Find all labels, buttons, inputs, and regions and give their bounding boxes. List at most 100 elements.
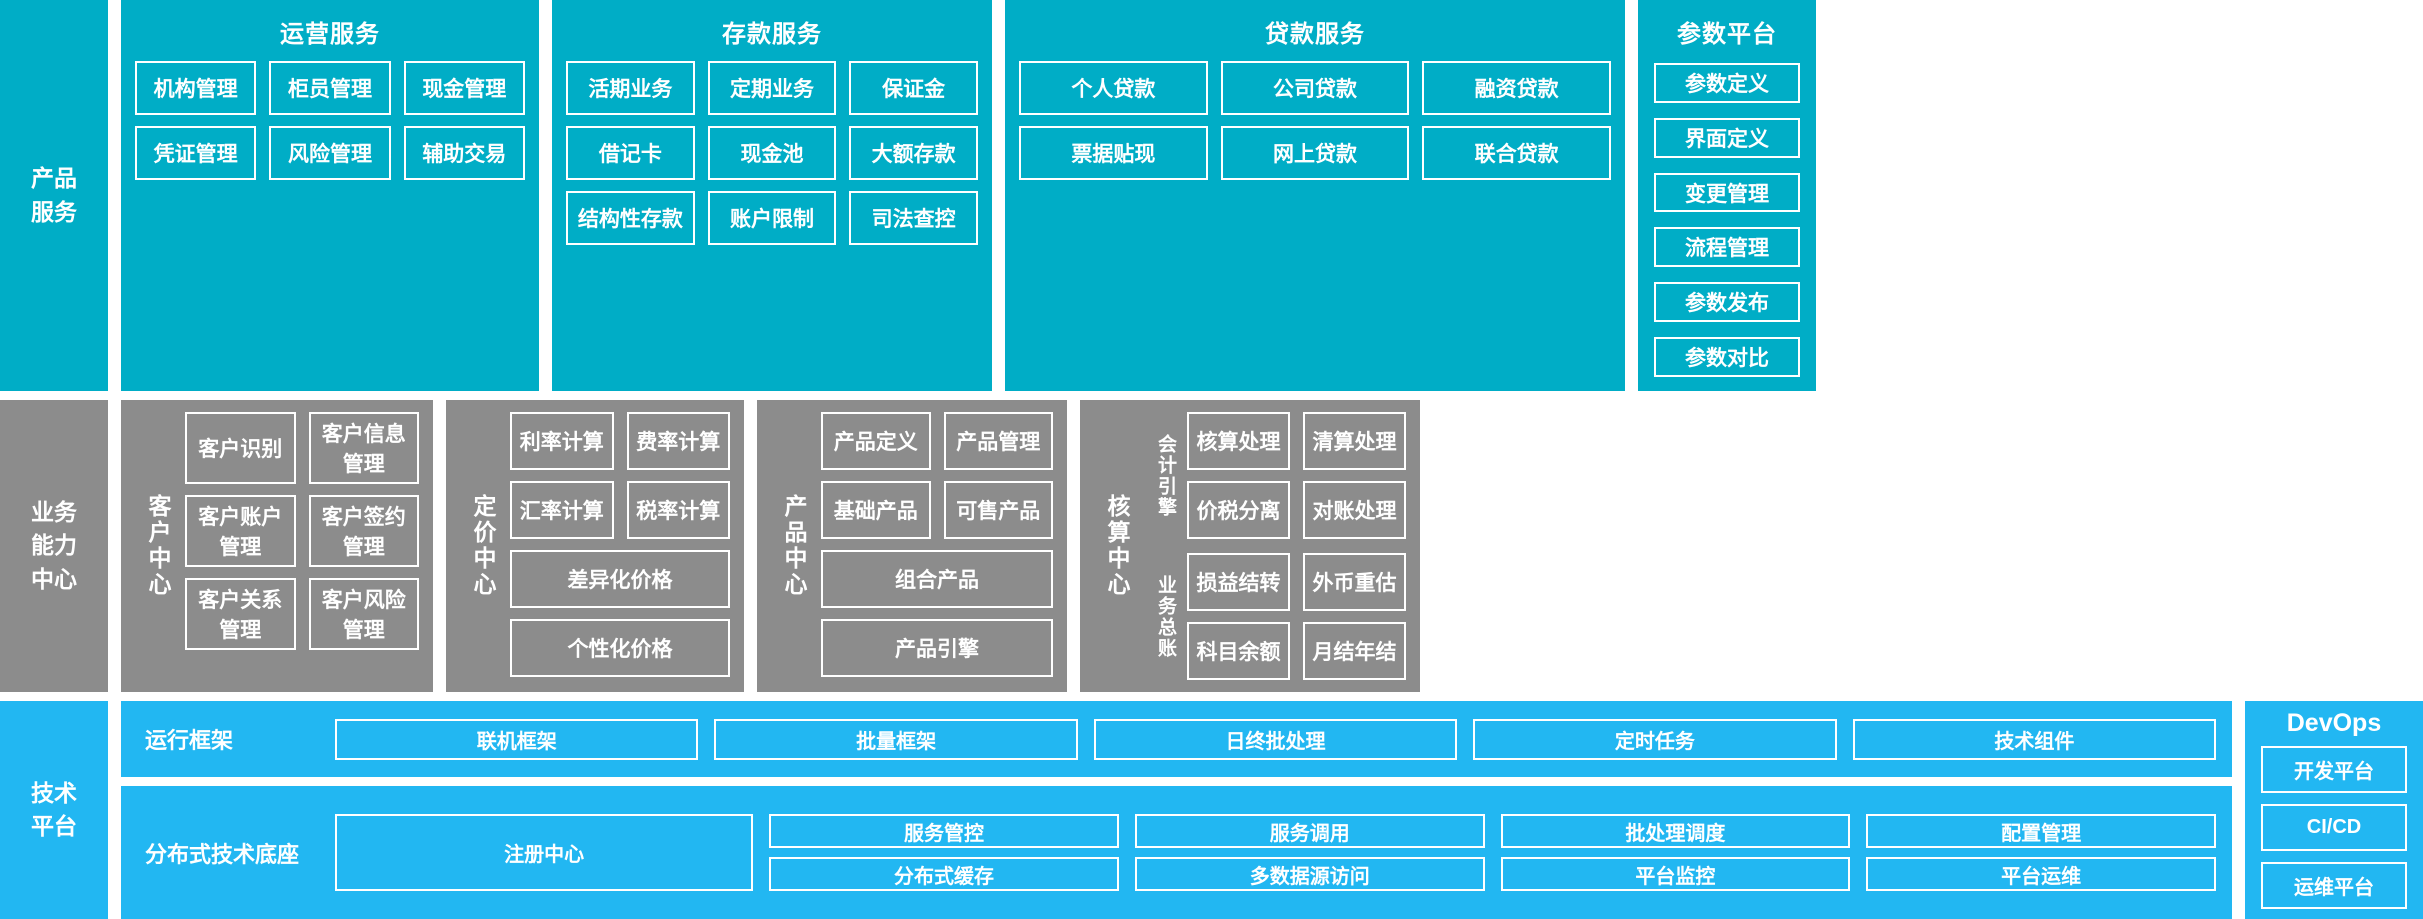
center-label-customer: 客户中心	[145, 494, 171, 598]
capability-cell[interactable]: 核算处理	[1187, 412, 1290, 470]
capability-cell[interactable]: 组合产品	[821, 550, 1053, 608]
spacer	[108, 701, 121, 919]
spacer	[1067, 400, 1080, 692]
subgroup-accounting-engine: 会计引擎 核算处理 清算处理 价税分离 对账处理	[1144, 412, 1406, 539]
capability-cell[interactable]: 月结年结	[1303, 622, 1406, 680]
tech-platform-band: 技术平台 运行框架 联机框架 批量框架 日终批处理 定时任务 技术组件 分布式技…	[0, 701, 2423, 919]
service-cell[interactable]: 凭证管理	[135, 126, 257, 180]
capability-cell[interactable]: 利率计算	[510, 412, 614, 470]
parameter-item[interactable]: 参数发布	[1654, 282, 1800, 323]
service-cell[interactable]: 票据贴现	[1019, 126, 1208, 180]
capability-cell[interactable]: 客户风险管理	[308, 578, 419, 650]
capability-cell[interactable]: 客户账户管理	[185, 495, 296, 567]
service-cell[interactable]: 保证金	[849, 61, 979, 115]
devops-item[interactable]: CI/CD	[2261, 804, 2407, 851]
layer-label-tech-platform: 技术平台	[0, 701, 108, 919]
foundation-column: 服务管控 分布式缓存	[769, 814, 1119, 891]
accounting-row: 核算处理 清算处理	[1187, 412, 1406, 470]
service-cell[interactable]: 辅助交易	[403, 126, 525, 180]
capability-cell[interactable]: 科目余额	[1187, 622, 1290, 680]
service-cell[interactable]: 借记卡	[566, 126, 695, 180]
customer-row: 客户关系管理 客户风险管理	[185, 578, 419, 650]
tech-cell[interactable]: 服务管控	[769, 814, 1119, 848]
product-row: 产品定义 产品管理	[821, 412, 1053, 470]
spacer	[108, 0, 121, 391]
service-cell[interactable]: 风险管理	[269, 126, 391, 180]
row-distributed-foundation: 分布式技术底座 注册中心 服务管控 分布式缓存 服务调用 多数据源访问 批处理调…	[121, 786, 2232, 919]
tech-cell[interactable]: 服务调用	[1134, 814, 1485, 848]
capability-cell[interactable]: 清算处理	[1303, 412, 1406, 470]
tech-cell[interactable]: 日终批处理	[1093, 718, 1458, 760]
parameter-item[interactable]: 变更管理	[1654, 172, 1800, 213]
operations-row: 机构管理 柜员管理 现金管理	[135, 61, 525, 115]
capability-cell[interactable]: 产品管理	[943, 412, 1053, 470]
capability-cell[interactable]: 对账处理	[1303, 481, 1406, 539]
devops-item[interactable]: 开发平台	[2261, 746, 2407, 793]
tech-cell[interactable]: 平台监控	[1500, 857, 1851, 891]
group-operations-services: 运营服务 机构管理 柜员管理 现金管理 凭证管理 风险管理 辅助交易	[121, 0, 539, 391]
general-ledger-grid: 损益结转 外币重估 科目余额 月结年结	[1187, 553, 1406, 680]
capability-cell[interactable]: 基础产品	[821, 481, 931, 539]
product-row: 基础产品 可售产品	[821, 481, 1053, 539]
service-cell[interactable]: 个人贷款	[1019, 61, 1208, 115]
service-cell[interactable]: 柜员管理	[269, 61, 391, 115]
capability-cell[interactable]: 客户识别	[185, 412, 296, 484]
pricing-row: 个性化价格	[510, 619, 730, 677]
product-grid: 产品定义 产品管理 基础产品 可售产品 组合产品 产品引擎	[821, 412, 1053, 680]
service-cell[interactable]: 定期业务	[707, 61, 837, 115]
capability-cell[interactable]: 费率计算	[626, 412, 730, 470]
capability-cell[interactable]: 差异化价格	[510, 550, 730, 608]
runtime-framework-label: 运行框架	[145, 728, 234, 753]
tech-cell[interactable]: 平台运维	[1866, 857, 2216, 891]
tech-cell[interactable]: 定时任务	[1473, 718, 1837, 760]
tech-cell[interactable]: 分布式缓存	[769, 857, 1119, 891]
foundation-items: 注册中心 服务管控 分布式缓存 服务调用 多数据源访问 批处理调度 平台监控	[335, 814, 2216, 891]
tech-cell[interactable]: 批量框架	[714, 718, 1078, 760]
capability-cell[interactable]: 客户关系管理	[185, 578, 296, 650]
capability-cell[interactable]: 可售产品	[943, 481, 1053, 539]
service-cell[interactable]: 大额存款	[849, 126, 979, 180]
capability-cell[interactable]: 客户信息管理	[308, 412, 419, 484]
foundation-column: 批处理调度 平台监控	[1500, 814, 1851, 891]
capability-cell[interactable]: 产品定义	[821, 412, 931, 470]
capability-cell[interactable]: 客户签约管理	[308, 495, 419, 567]
tech-cell[interactable]: 批处理调度	[1500, 814, 1851, 848]
parameter-item[interactable]: 参数定义	[1654, 63, 1800, 103]
tech-cell[interactable]: 配置管理	[1866, 814, 2216, 848]
service-cell[interactable]: 结构性存款	[566, 191, 695, 245]
tech-cell-registry[interactable]: 注册中心	[335, 814, 754, 891]
pricing-row: 差异化价格	[510, 550, 730, 608]
service-cell[interactable]: 融资贷款	[1422, 61, 1612, 115]
tech-stack: 运行框架 联机框架 批量框架 日终批处理 定时任务 技术组件 分布式技术底座 注…	[121, 701, 2232, 919]
parameter-item[interactable]: 流程管理	[1654, 227, 1800, 268]
service-cell[interactable]: 司法查控	[849, 191, 979, 245]
service-cell[interactable]: 活期业务	[566, 61, 695, 115]
capability-cell[interactable]: 价税分离	[1187, 481, 1290, 539]
group-loan-services: 贷款服务 个人贷款 公司贷款 融资贷款 票据贴现 网上贷款 联合贷款	[1005, 0, 1625, 391]
capability-cell[interactable]: 外币重估	[1303, 553, 1406, 611]
capability-cell[interactable]: 税率计算	[626, 481, 730, 539]
service-cell[interactable]: 联合贷款	[1422, 126, 1612, 180]
accounting-engine-grid: 核算处理 清算处理 价税分离 对账处理	[1187, 412, 1406, 539]
product-row: 组合产品	[821, 550, 1053, 608]
service-cell[interactable]: 网上贷款	[1220, 126, 1410, 180]
devops-item[interactable]: 运维平台	[2261, 862, 2407, 909]
capability-cell[interactable]: 产品引擎	[821, 619, 1053, 677]
foundation-column: 服务调用 多数据源访问	[1134, 814, 1485, 891]
tech-cell[interactable]: 技术组件	[1852, 718, 2217, 760]
service-cell[interactable]: 公司贷款	[1220, 61, 1410, 115]
capability-cell[interactable]: 个性化价格	[510, 619, 730, 677]
service-cell[interactable]: 账户限制	[707, 191, 837, 245]
subgroup-label-general-ledger: 业务总账	[1155, 574, 1176, 659]
parameter-item[interactable]: 参数对比	[1654, 337, 1800, 377]
foundation-column: 配置管理 平台运维	[1866, 814, 2216, 891]
capability-cell[interactable]: 汇率计算	[510, 481, 614, 539]
tech-cell[interactable]: 多数据源访问	[1134, 857, 1485, 891]
subgroup-label-accounting-engine: 会计引擎	[1155, 433, 1176, 518]
service-cell[interactable]: 机构管理	[135, 61, 257, 115]
capability-cell[interactable]: 损益结转	[1187, 553, 1290, 611]
tech-cell[interactable]: 联机框架	[335, 718, 699, 760]
service-cell[interactable]: 现金管理	[403, 61, 525, 115]
service-cell[interactable]: 现金池	[707, 126, 837, 180]
parameter-item[interactable]: 界面定义	[1654, 117, 1800, 158]
